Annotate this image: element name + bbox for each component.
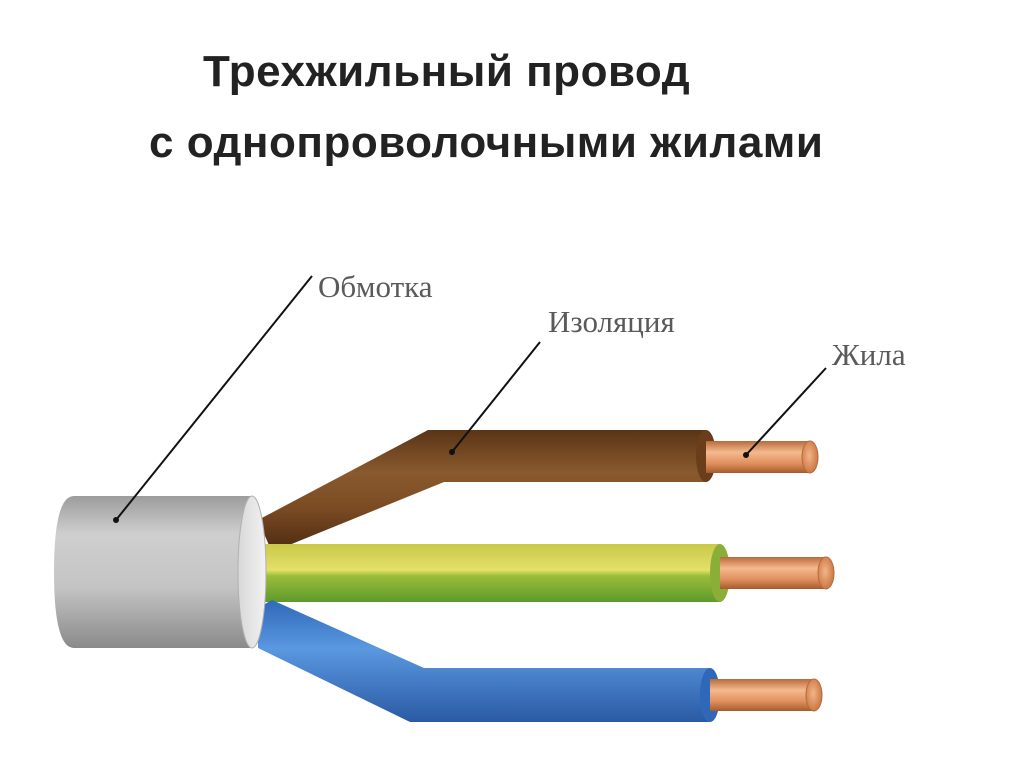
- insulation-leader-dot: [449, 449, 455, 455]
- brown-wire: [258, 430, 819, 552]
- blue-wire: [258, 600, 823, 722]
- yellow-green-copper-core: [720, 557, 826, 589]
- label-insulation: Изоляция: [548, 304, 675, 339]
- blue-copper-core: [710, 679, 814, 711]
- title-line-1: Трехжильный провод: [203, 47, 691, 96]
- yellow-green-core-end: [817, 556, 835, 590]
- insulation-leader-line: [451, 341, 541, 453]
- outer-sheath: [54, 495, 267, 649]
- label-sheath: Обмотка: [318, 269, 433, 304]
- yellow-green-insulation: [258, 544, 720, 602]
- brown-insulation: [258, 430, 706, 552]
- brown-core-end: [801, 440, 819, 474]
- blue-insulation: [258, 600, 710, 722]
- label-core: Жила: [832, 337, 906, 372]
- yellow-green-wire: [258, 544, 835, 602]
- sheath-leader-dot: [113, 517, 119, 523]
- blue-core-end: [805, 678, 823, 712]
- core-leader-line: [745, 367, 827, 456]
- core-leader-dot: [743, 452, 749, 458]
- brown-copper-core: [706, 441, 810, 473]
- sheath-leader-line: [115, 275, 313, 521]
- title-line-2: с однопроволочными жилами: [149, 118, 824, 167]
